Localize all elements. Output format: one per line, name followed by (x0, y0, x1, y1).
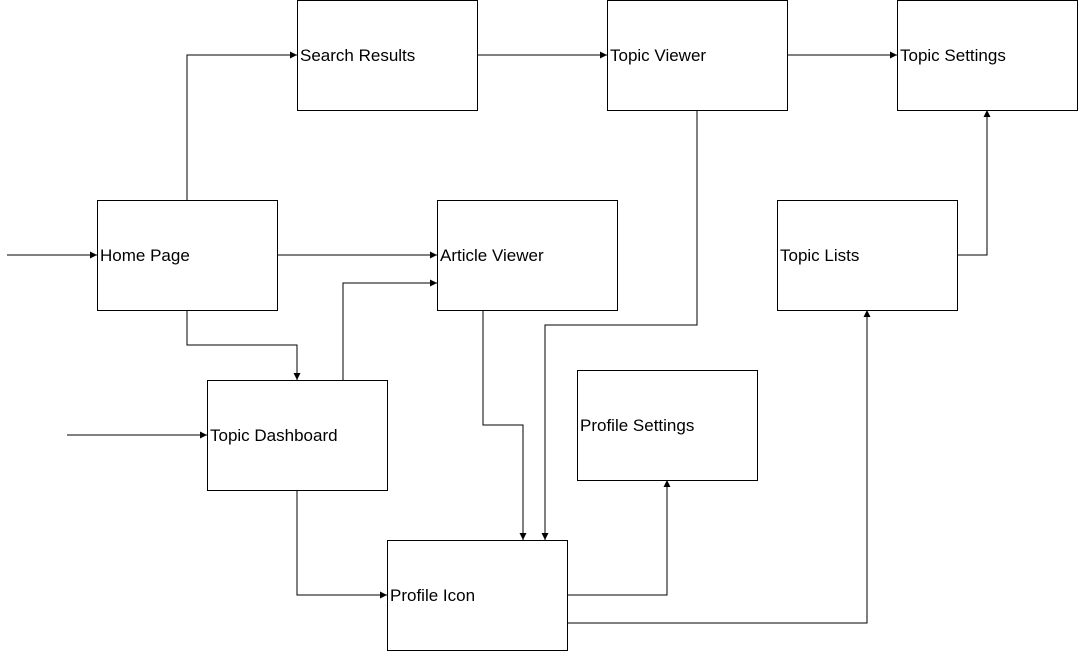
node-box (97, 200, 278, 311)
node-label: Topic Settings (900, 46, 1006, 65)
node-box (607, 0, 788, 111)
edge-profile-icon-to-profile-settings (567, 480, 671, 596)
node-article-viewer[interactable]: Article Viewer (437, 200, 618, 311)
edge-home-page-to-search-results (186, 51, 297, 200)
node-profile-icon[interactable]: Profile Icon (387, 540, 568, 651)
node-label: Home Page (100, 246, 190, 265)
node-box (437, 200, 618, 311)
edge-topic-viewer-to-profile-icon (541, 110, 698, 540)
node-label: Profile Settings (580, 416, 694, 435)
node-label: Article Viewer (440, 246, 544, 265)
node-box (297, 0, 478, 111)
node-box (777, 200, 958, 311)
node-topic-lists[interactable]: Topic Lists (777, 200, 958, 311)
node-search-results[interactable]: Search Results (297, 0, 478, 111)
node-topic-dashboard[interactable]: Topic Dashboard (207, 380, 388, 491)
node-box (897, 0, 1078, 111)
node-profile-settings[interactable]: Profile Settings (577, 370, 758, 481)
node-label: Topic Viewer (610, 46, 706, 65)
node-home-page[interactable]: Home Page (97, 200, 278, 311)
node-box (387, 540, 568, 651)
node-label: Profile Icon (390, 586, 475, 605)
node-box (577, 370, 758, 481)
node-box (207, 380, 388, 491)
edge-topic-dashboard-to-profile-icon (296, 490, 387, 599)
node-label: Topic Lists (780, 246, 859, 265)
node-topic-viewer[interactable]: Topic Viewer (607, 0, 788, 111)
edge-topic-lists-to-topic-settings (957, 110, 991, 256)
edge-home-page-to-topic-dashboard (186, 310, 301, 380)
node-label: Search Results (300, 46, 415, 65)
edge-topic-dashboard-to-article-viewer (342, 279, 437, 380)
edge-article-viewer-to-profile-icon (482, 310, 527, 540)
node-label: Topic Dashboard (210, 426, 338, 445)
edges (7, 51, 991, 624)
edge-profile-icon-to-topic-lists (567, 310, 871, 624)
node-topic-settings[interactable]: Topic Settings (897, 0, 1078, 111)
